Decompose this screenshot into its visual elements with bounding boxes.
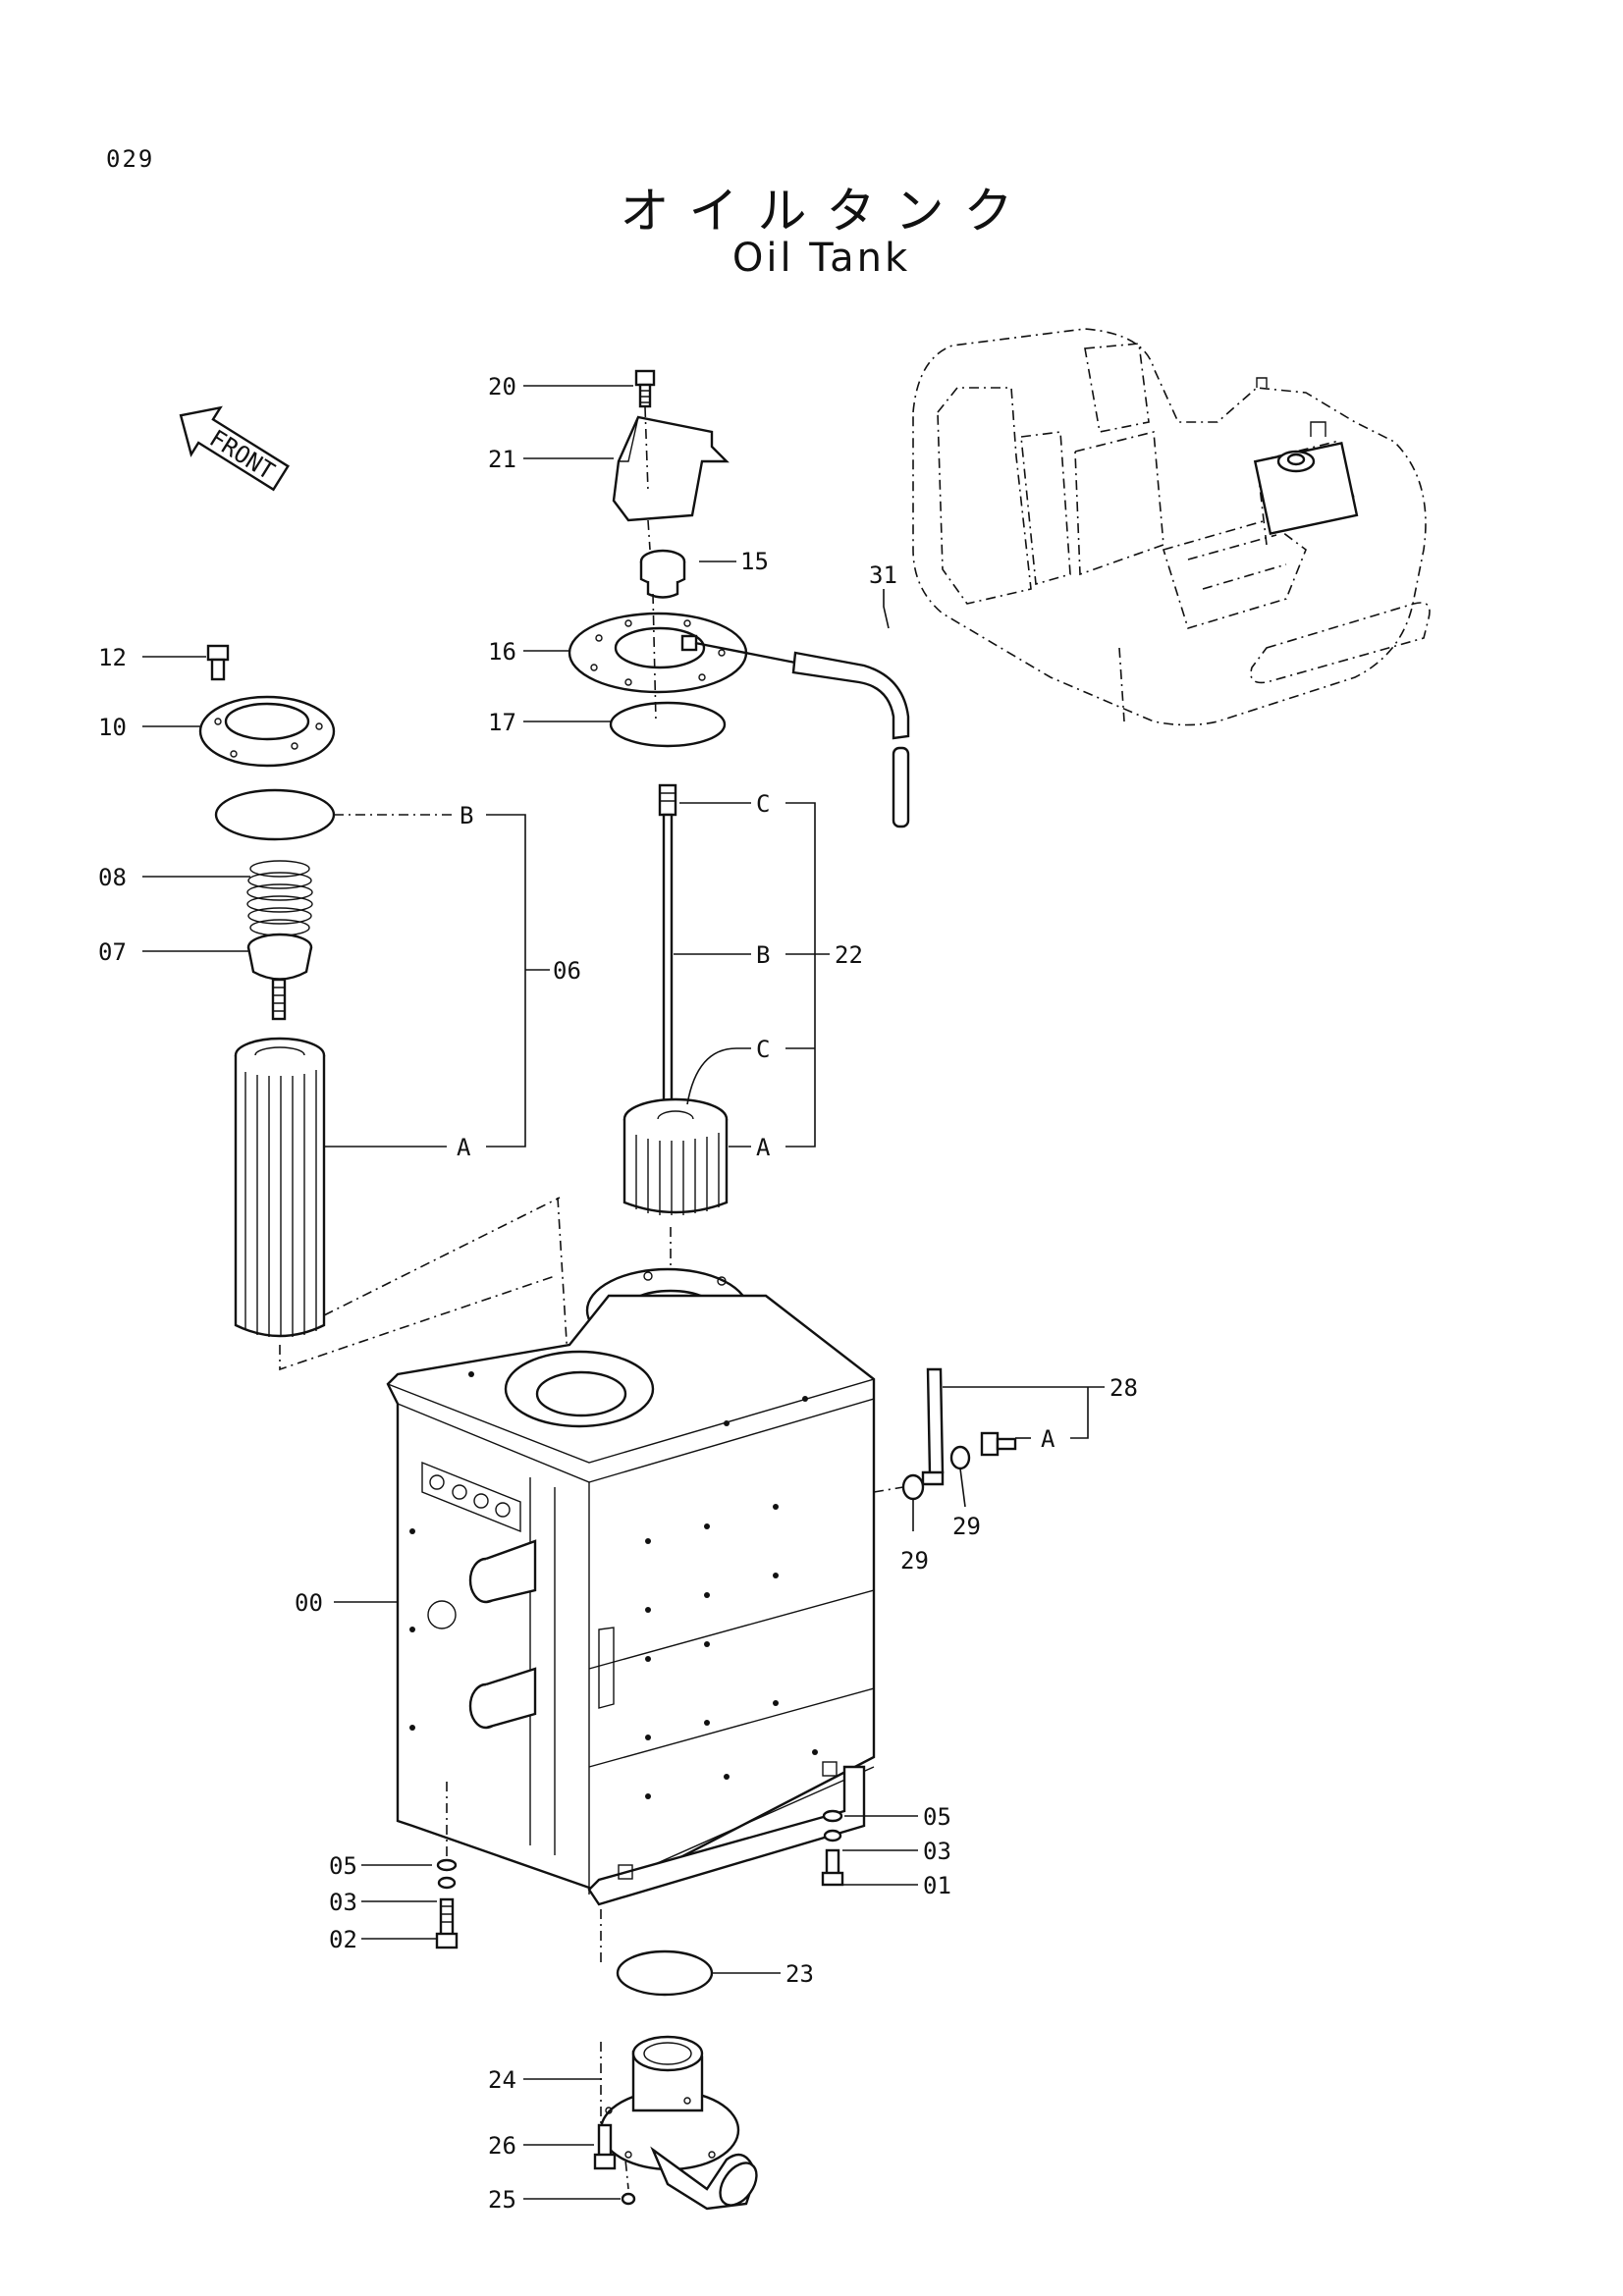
callout-26: 26 <box>488 2132 516 2160</box>
suction-filter-assembly <box>622 783 729 1301</box>
fasteners-right <box>821 1809 844 1887</box>
return-filter-assembly <box>198 644 570 1390</box>
title-japanese: オイルタンク <box>620 183 1033 240</box>
callout-21: 21 <box>488 446 516 473</box>
callout-10: 10 <box>98 714 127 741</box>
title-english: Oil Tank <box>731 236 911 281</box>
oil-tank-body <box>386 1267 876 2190</box>
leader-lines <box>142 385 1105 2200</box>
callout-16: 16 <box>488 638 516 666</box>
callout-25: 25 <box>488 2186 516 2214</box>
cover-assembly <box>568 369 910 828</box>
letter-a-right: A <box>1041 1425 1055 1453</box>
letter-b-mid: B <box>756 941 770 969</box>
bracket-assembly <box>873 1367 1017 1501</box>
callout-12: 12 <box>98 644 127 671</box>
page-number: 029 <box>106 145 155 173</box>
callout-15: 15 <box>740 548 769 575</box>
callout-03-left: 03 <box>329 1889 357 1916</box>
callout-22: 22 <box>835 941 863 969</box>
callout-labels: 20 21 15 16 17 31 12 10 08 07 06 22 28 2… <box>98 373 1138 2214</box>
excavator-overview <box>912 328 1431 726</box>
callout-05-left: 05 <box>329 1852 357 1880</box>
callout-08: 08 <box>98 864 127 891</box>
callout-28: 28 <box>1109 1374 1138 1402</box>
callout-17: 17 <box>488 709 516 736</box>
callout-29a: 29 <box>952 1513 981 1540</box>
letter-a-mid: A <box>756 1134 771 1161</box>
outlet-assembly <box>593 1949 758 2211</box>
callout-29b: 29 <box>900 1547 929 1575</box>
front-arrow: FRONT <box>179 405 290 492</box>
callout-02: 02 <box>329 1926 357 1953</box>
callout-20: 20 <box>488 373 516 400</box>
callout-06: 06 <box>553 957 581 985</box>
subpart-letters: B A C B C A A <box>457 790 1055 1453</box>
callout-07: 07 <box>98 938 127 966</box>
letter-c-top: C <box>756 790 770 818</box>
fasteners-left <box>435 1782 459 1949</box>
letter-a-left: A <box>457 1134 471 1161</box>
letter-b-left: B <box>460 802 473 829</box>
callout-03-right: 03 <box>923 1838 951 1865</box>
callout-31: 31 <box>869 561 897 589</box>
callout-23: 23 <box>785 1960 814 1988</box>
callout-00: 00 <box>295 1589 323 1617</box>
letter-c-mid: C <box>756 1036 770 1063</box>
callout-05-right: 05 <box>923 1803 951 1831</box>
callout-24: 24 <box>488 2066 516 2094</box>
callout-01: 01 <box>923 1872 951 1899</box>
